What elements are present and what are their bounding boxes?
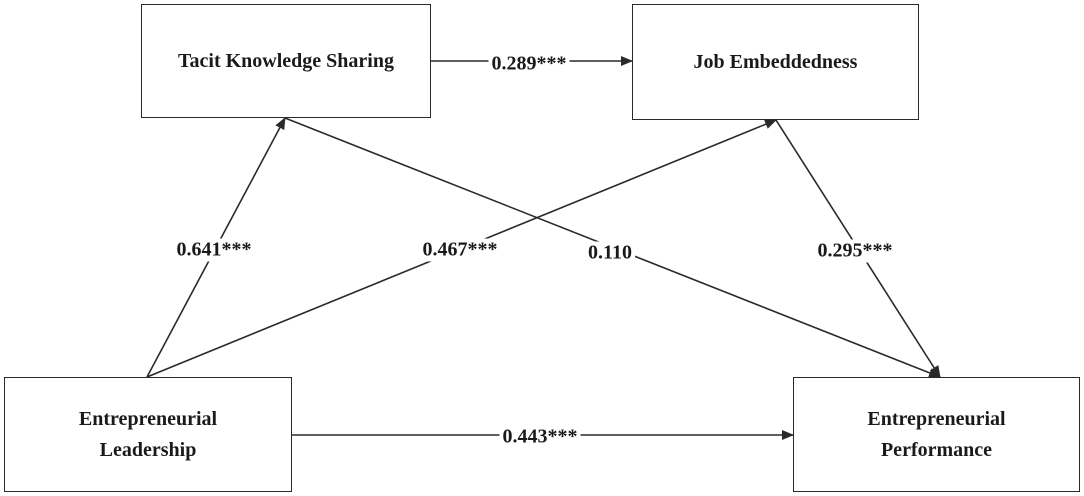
node-tacit-knowledge-sharing: Tacit Knowledge Sharing bbox=[141, 4, 431, 118]
coefficient-label-je-to-ep: 0.295*** bbox=[814, 239, 896, 263]
node-label-line: Performance bbox=[880, 438, 993, 461]
node-entrepreneurial-performance: Entrepreneurial Performance bbox=[793, 377, 1080, 492]
node-label-line: Leadership bbox=[99, 438, 197, 461]
node-entrepreneurial-leadership: Entrepreneurial Leadership bbox=[4, 377, 292, 492]
coefficient-label-el-to-ep: 0.443*** bbox=[499, 425, 581, 449]
node-label-line: Entrepreneurial bbox=[867, 407, 1006, 430]
node-label-line: Entrepreneurial bbox=[78, 407, 218, 430]
coefficient-label-el-to-je: 0.467*** bbox=[419, 238, 501, 262]
coefficient-label-tks-to-je: 0.289*** bbox=[488, 52, 570, 76]
coefficient-label-tks-to-ep: 0.110 bbox=[585, 241, 635, 265]
node-label-line: Tacit Knowledge Sharing bbox=[178, 49, 394, 72]
node-label-line: Job Embeddedness bbox=[693, 50, 858, 73]
node-job-embeddedness: Job Embeddedness bbox=[632, 4, 919, 120]
coefficient-label-el-to-tks: 0.641*** bbox=[173, 238, 255, 262]
